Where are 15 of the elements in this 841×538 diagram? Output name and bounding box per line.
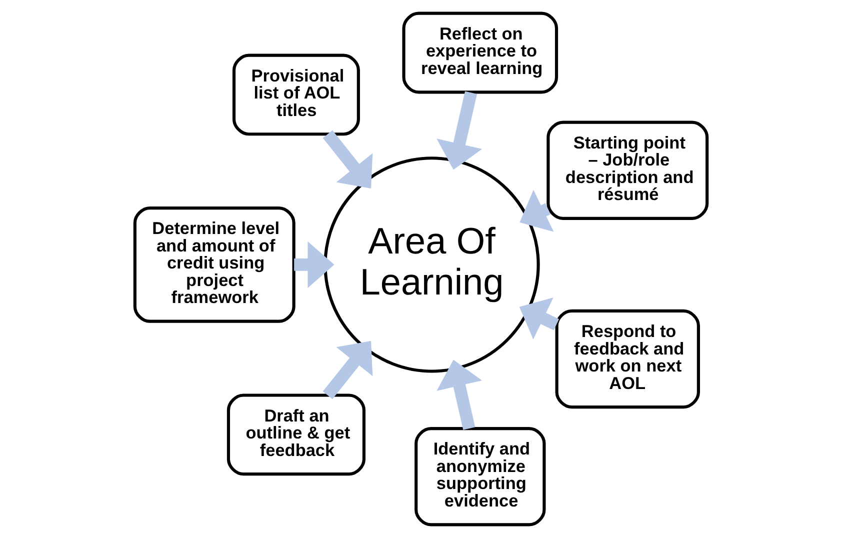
node-box: Identify and anonymize supporting evidence — [414, 427, 546, 526]
node-box: Draft an outline & get feedback — [226, 394, 365, 476]
arrow — [294, 241, 334, 288]
arrow — [518, 297, 559, 340]
node-box: Provisional list of AOL titles — [232, 54, 360, 136]
arrow — [436, 91, 482, 170]
node-box: Reflect on experience to reveal learning — [402, 12, 558, 94]
node-box: Respond to feedback and work on next AOL — [554, 309, 700, 409]
arrow — [322, 130, 372, 189]
node-box: Determine level and amount of credit using project framework — [132, 206, 295, 323]
arrow — [322, 340, 372, 400]
arrow — [436, 360, 482, 430]
arrow — [519, 190, 554, 232]
node-box: Starting point – Job/role description and résumé — [546, 120, 708, 220]
node-circle: Area Of Learning — [323, 156, 540, 373]
